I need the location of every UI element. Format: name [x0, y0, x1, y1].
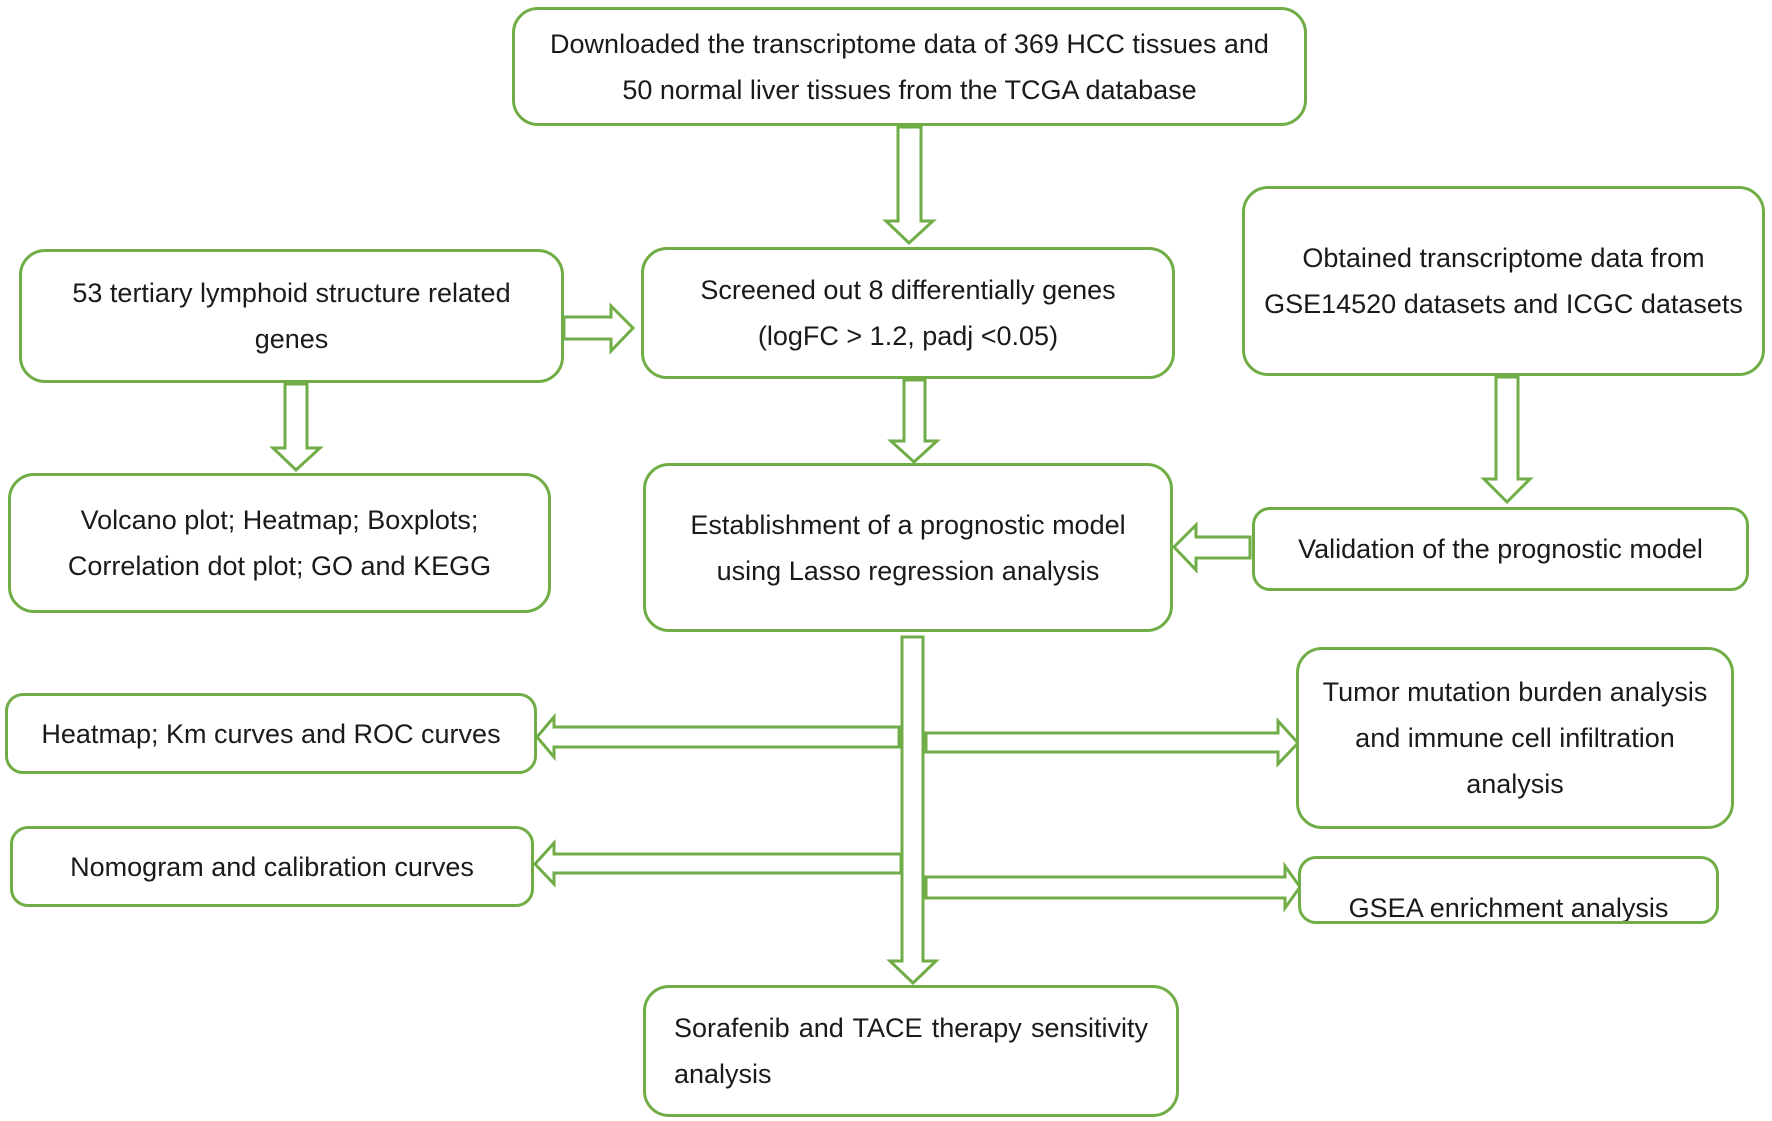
- arrow-screened-to-lasso: [887, 378, 941, 465]
- node-model-validation: Validation of the prognostic model: [1252, 507, 1749, 591]
- node-heatmap-km-roc: Heatmap; Km curves and ROC curves: [5, 693, 537, 774]
- node-lasso-model-label: Establishment of a prognostic model usin…: [690, 509, 1126, 586]
- node-therapy-sensitivity-label: Sorafenib and TACE therapy sensitivity a…: [674, 1013, 1148, 1089]
- node-tls-genes-label: 53 tertiary lymphoid structure related g…: [72, 278, 511, 354]
- node-heatmap-km-roc-label: Heatmap; Km curves and ROC curves: [41, 718, 501, 749]
- arrow-validation-to-lasso: [1171, 521, 1252, 574]
- node-plots: Volcano plot; Heatmap; Boxplots; Correla…: [8, 473, 551, 613]
- node-lasso-model: Establishment of a prognostic model usin…: [643, 463, 1173, 632]
- arrow-tls-to-plots: [269, 382, 324, 473]
- arrow-lasso-to-tumor: [924, 717, 1301, 768]
- node-therapy-sensitivity: Sorafenib and TACE therapy sensitivity a…: [643, 985, 1179, 1117]
- arrow-geo-to-validation: [1480, 375, 1534, 505]
- node-validation-datasets: Obtained transcriptome data from GSE1452…: [1242, 186, 1765, 376]
- node-validation-datasets-label: Obtained transcriptome data from GSE1452…: [1264, 243, 1743, 319]
- node-tls-genes: 53 tertiary lymphoid structure related g…: [19, 249, 564, 383]
- arrow-lasso-trunk-to-therapy: [886, 635, 940, 986]
- node-tmb-immune: Tumor mutation burden analysis and immun…: [1296, 647, 1734, 829]
- node-model-validation-label: Validation of the prognostic model: [1298, 534, 1703, 564]
- node-screened-line2: (logFC > 1.2, padj <0.05): [757, 321, 1059, 351]
- arrow-lasso-to-heatmap: [535, 712, 901, 762]
- node-gsea: GSEA enrichment analysis: [1298, 856, 1719, 924]
- arrow-lasso-to-gsea: [924, 861, 1302, 913]
- node-download-tcga-label: Downloaded the transcriptome data of 369…: [550, 28, 1269, 105]
- node-nomogram: Nomogram and calibration curves: [10, 826, 534, 907]
- node-gsea-label: GSEA enrichment analysis: [1348, 893, 1669, 923]
- node-plots-label: Volcano plot; Heatmap; Boxplots; Correla…: [67, 505, 492, 581]
- node-screened-genes-label: Screened out 8 differentially genes (log…: [700, 267, 1115, 359]
- arrow-lasso-to-nomogram: [532, 839, 903, 888]
- arrow-download-to-screened: [882, 125, 937, 246]
- node-screened-genes: Screened out 8 differentially genes (log…: [641, 247, 1175, 379]
- node-download-tcga: Downloaded the transcriptome data of 369…: [512, 7, 1307, 126]
- node-screened-line1: Screened out 8 differentially genes: [700, 275, 1116, 305]
- node-tmb-immune-label: Tumor mutation burden analysis and immun…: [1322, 677, 1708, 799]
- arrow-tls-to-screened: [562, 302, 636, 355]
- node-nomogram-label: Nomogram and calibration curves: [70, 851, 474, 882]
